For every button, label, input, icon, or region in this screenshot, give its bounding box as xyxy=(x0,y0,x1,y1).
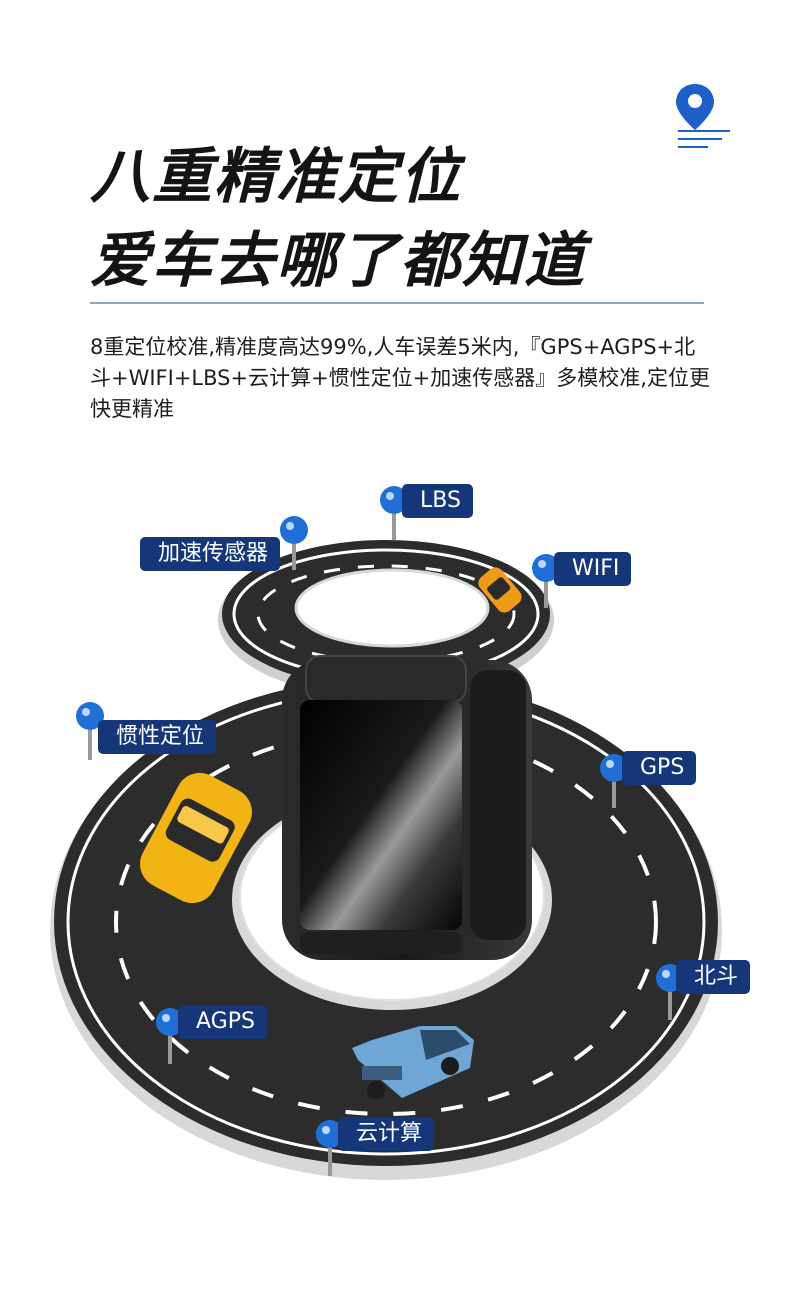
divider xyxy=(90,302,704,304)
headline-line-2: 爱车去哪了都知道 xyxy=(90,226,586,296)
map-pin-icon xyxy=(380,486,408,540)
orange-car xyxy=(478,567,522,613)
tag-agps: AGPS xyxy=(178,1005,267,1039)
tag-gps: GPS xyxy=(622,751,697,785)
tag-beidou: 北斗 xyxy=(676,960,751,994)
tag-cloud: 云计算 xyxy=(338,1117,435,1151)
map-pin-icon xyxy=(316,1120,344,1176)
tag-lbs: LBS xyxy=(402,484,473,518)
map-pin-icon xyxy=(156,1008,184,1064)
map-pin-icon xyxy=(280,516,308,570)
map-pin-icon xyxy=(600,754,628,808)
description-text: 8重定位校准,精准度高达99%,人车误差5米内,『GPS+AGPS+北斗+WIF… xyxy=(90,335,710,421)
map-pin-icon xyxy=(76,702,104,760)
location-pin-icon xyxy=(676,84,730,148)
tag-wifi: WIFI xyxy=(554,552,632,586)
map-pin-icon xyxy=(532,554,560,608)
tag-accel-sensor: 加速传感器 xyxy=(140,537,281,571)
headline-line-1: 八重精准定位 xyxy=(90,142,462,212)
yellow-car xyxy=(140,772,252,904)
tag-inertial: 惯性定位 xyxy=(98,720,217,754)
road-scene-illustration xyxy=(50,486,722,1180)
blue-van xyxy=(352,1026,474,1099)
